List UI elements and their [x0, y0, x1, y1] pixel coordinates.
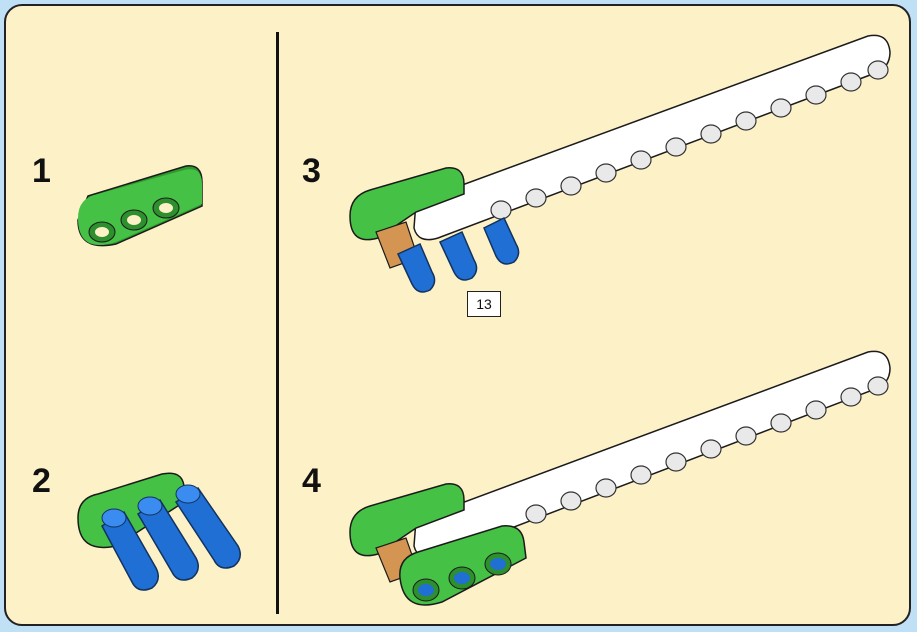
instruction-panel: 1 2 3 4 [4, 4, 911, 626]
blue-pin [174, 484, 241, 569]
step-divider [276, 32, 279, 614]
step-number-2: 2 [32, 462, 51, 500]
blue-pin [397, 243, 436, 293]
part-callout-badge: 13 [467, 291, 501, 317]
step3-assembly [349, 34, 891, 293]
step-number-1: 1 [32, 152, 51, 190]
step-number-3: 3 [302, 152, 321, 190]
build-illustration [77, 34, 891, 606]
step-number-4: 4 [302, 462, 321, 500]
blue-pin [101, 508, 159, 591]
blue-pin [136, 496, 199, 581]
blue-pin [439, 231, 478, 281]
blue-pin [483, 216, 520, 265]
step2-beam-with-pins [77, 472, 241, 591]
white-beam-holes [490, 60, 889, 220]
step4-assembly [349, 350, 891, 606]
step1-green-beam [77, 165, 203, 247]
white-beam-holes [525, 376, 889, 524]
